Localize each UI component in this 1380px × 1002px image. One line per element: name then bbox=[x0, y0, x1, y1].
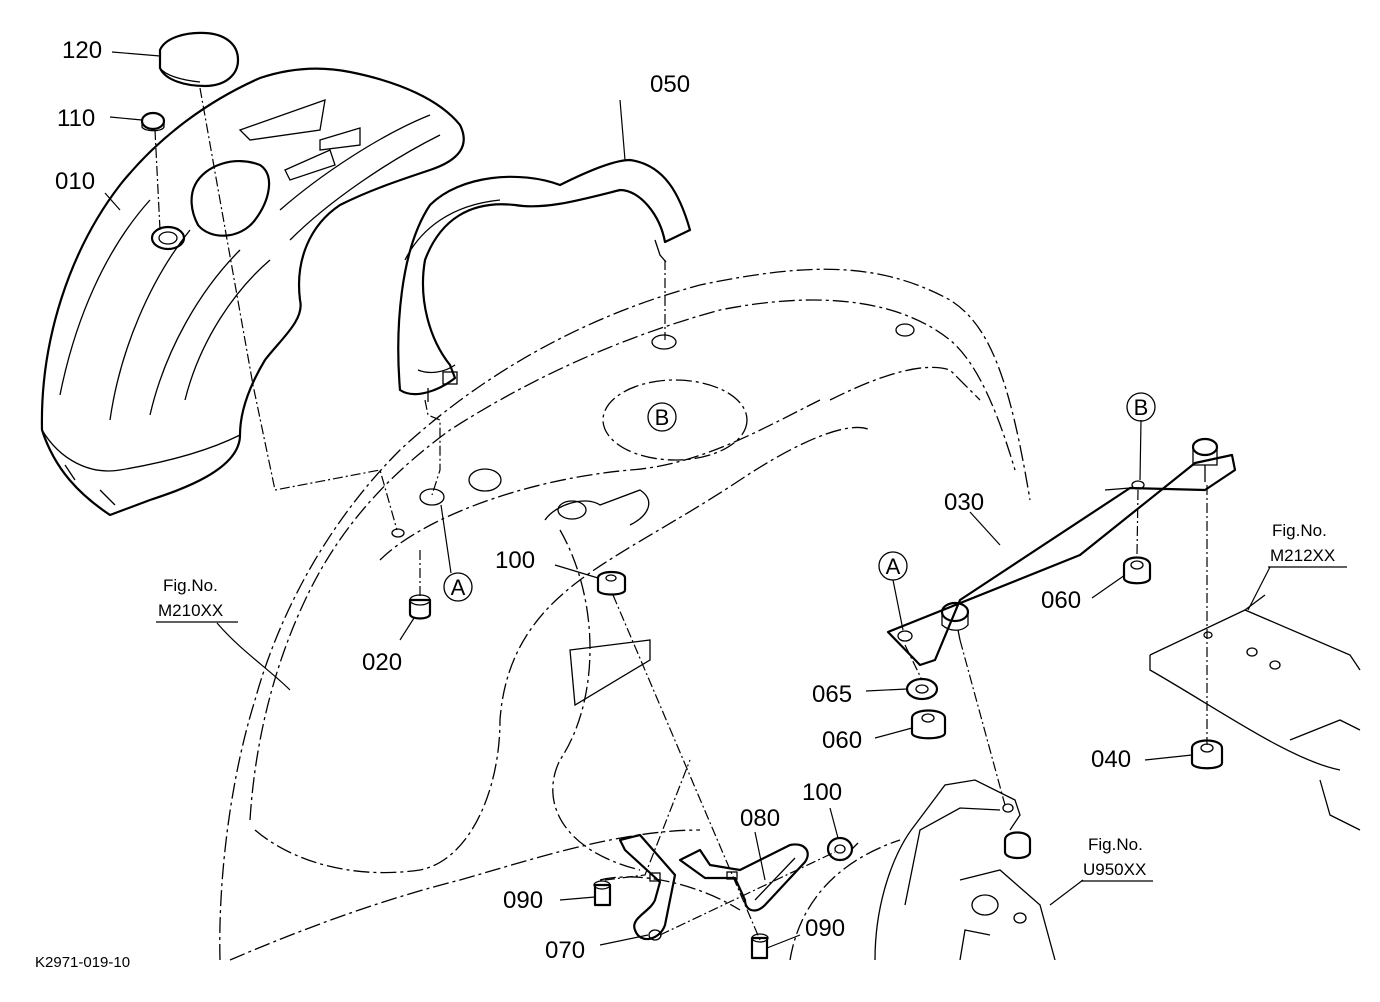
ref-A-right-text: A bbox=[886, 554, 901, 579]
label-060-upper: 060 bbox=[1041, 587, 1081, 614]
ref-circle-B-right: B bbox=[1126, 392, 1156, 422]
label-100-lower: 100 bbox=[802, 779, 842, 806]
fig-m210-caption: Fig.No. bbox=[163, 576, 218, 595]
stay-070 bbox=[618, 833, 677, 941]
fig-m212-code: M212XX bbox=[1270, 546, 1335, 565]
fender-phantom bbox=[219, 268, 1031, 961]
fig-u950-caption: Fig.No. bbox=[1088, 835, 1143, 854]
nut-060-lower bbox=[910, 709, 947, 740]
fig-u950-code: U950XX bbox=[1083, 860, 1146, 879]
ref-B-right-text: B bbox=[1134, 395, 1149, 420]
label-120: 120 bbox=[62, 37, 102, 64]
label-010: 010 bbox=[55, 168, 95, 195]
ref-circle-A-right: A bbox=[878, 551, 908, 581]
leader-lines bbox=[104, 51, 1271, 949]
ref-circle-A-center: A bbox=[443, 572, 473, 602]
ref-A-center-text: A bbox=[451, 575, 466, 600]
plug-110 bbox=[140, 111, 166, 132]
fig-m212-part bbox=[1149, 594, 1361, 831]
screw-090-right bbox=[750, 933, 769, 960]
label-020: 020 bbox=[362, 649, 402, 676]
label-070: 070 bbox=[545, 937, 585, 964]
fig-ref-u950: Fig.No. U950XX bbox=[1081, 835, 1153, 882]
screw-090-left bbox=[593, 880, 612, 907]
nut-060-upper bbox=[1122, 556, 1152, 585]
fig-m212-caption: Fig.No. bbox=[1272, 521, 1327, 540]
nut-100-upper bbox=[596, 570, 627, 596]
ref-B-center-text: B bbox=[655, 405, 670, 430]
part-labels: 120 110 010 050 030 060 065 060 040 100 … bbox=[55, 37, 1131, 964]
label-100-upper: 100 bbox=[495, 547, 535, 574]
fig-ref-m212: Fig.No. M212XX bbox=[1268, 521, 1347, 568]
diagram-code: K2971-019-10 bbox=[35, 954, 130, 971]
label-110: 110 bbox=[57, 105, 95, 132]
washer-065 bbox=[905, 677, 939, 701]
fig-u950-part bbox=[874, 779, 1056, 961]
handle-050 bbox=[397, 158, 692, 402]
fig-ref-m210: Fig.No. M210XX bbox=[156, 576, 238, 623]
label-050: 050 bbox=[650, 71, 690, 98]
label-040: 040 bbox=[1091, 746, 1131, 773]
label-090-right: 090 bbox=[805, 915, 845, 942]
dash-panel-010 bbox=[40, 67, 465, 517]
stay-080 bbox=[678, 843, 809, 912]
label-065: 065 bbox=[812, 681, 852, 708]
label-080: 080 bbox=[740, 805, 780, 832]
screw-020 bbox=[408, 594, 432, 620]
fig-m210-code: M210XX bbox=[158, 601, 223, 620]
bolt-030 bbox=[940, 601, 970, 641]
label-060-lower: 060 bbox=[822, 727, 862, 754]
assembly-axis-lines bbox=[154, 87, 1208, 941]
bolt-right bbox=[1191, 437, 1219, 482]
cap-120 bbox=[158, 31, 240, 88]
label-030: 030 bbox=[944, 489, 984, 516]
nut-100-lower bbox=[826, 836, 859, 862]
fender-slots bbox=[391, 323, 915, 707]
bracket-030 bbox=[886, 453, 1237, 667]
ref-circle-B-center: B bbox=[647, 402, 677, 432]
label-090-left: 090 bbox=[503, 887, 543, 914]
